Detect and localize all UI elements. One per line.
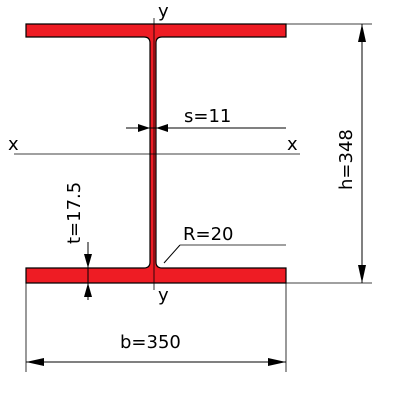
height-arrow-bottom bbox=[358, 265, 366, 283]
x-axis-label-left: x bbox=[8, 134, 19, 155]
flange-thickness-arrow-top bbox=[84, 254, 92, 268]
root-radius-leader bbox=[163, 244, 181, 264]
height-arrow-top bbox=[358, 24, 366, 42]
height-label: h=348 bbox=[336, 129, 357, 190]
web-thickness-label: s=11 bbox=[184, 106, 231, 127]
width-label: b=350 bbox=[120, 332, 181, 353]
y-axis-label-top: y bbox=[158, 1, 169, 22]
y-axis-label-bottom: y bbox=[158, 285, 169, 306]
x-axis-label-right: x bbox=[287, 134, 298, 155]
width-arrow-left bbox=[26, 358, 44, 366]
root-radius-label: R=20 bbox=[183, 224, 234, 245]
width-arrow-right bbox=[268, 358, 286, 366]
web-thickness-arrow-right bbox=[156, 124, 168, 132]
flange-thickness-arrow-bottom bbox=[84, 283, 92, 297]
web-thickness-arrow-left bbox=[138, 124, 150, 132]
flange-thickness-label: t=17.5 bbox=[64, 182, 85, 244]
